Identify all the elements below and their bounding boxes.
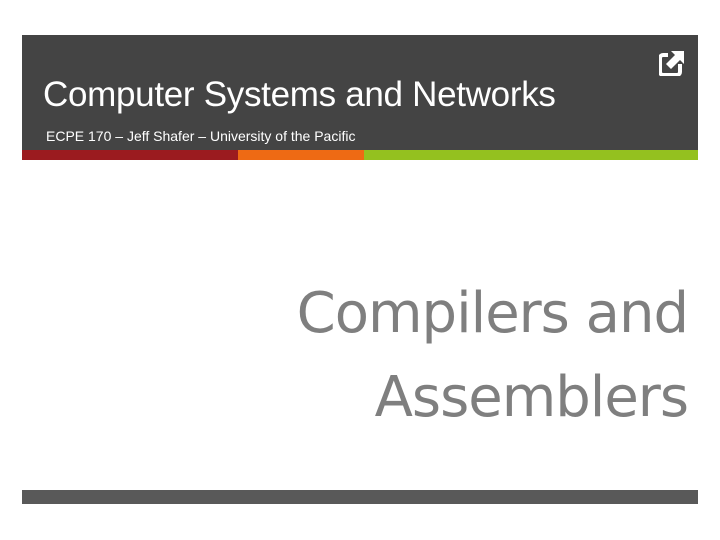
expand-arrow-icon bbox=[658, 50, 685, 77]
accent-bar-orange bbox=[238, 150, 364, 160]
slide-title-line-2: Assemblers bbox=[374, 365, 689, 430]
course-subtitle: ECPE 170 – Jeff Shafer – University of t… bbox=[46, 128, 356, 144]
slide-title: Compilers and Assemblers bbox=[128, 272, 689, 440]
footer-bar bbox=[22, 490, 698, 504]
slide-title-line-1: Compilers and bbox=[296, 281, 689, 346]
accent-bar-red bbox=[22, 150, 238, 160]
course-title: Computer Systems and Networks bbox=[43, 75, 556, 114]
header-band: Computer Systems and Networks ECPE 170 –… bbox=[22, 35, 698, 150]
accent-bar-green bbox=[364, 150, 698, 160]
